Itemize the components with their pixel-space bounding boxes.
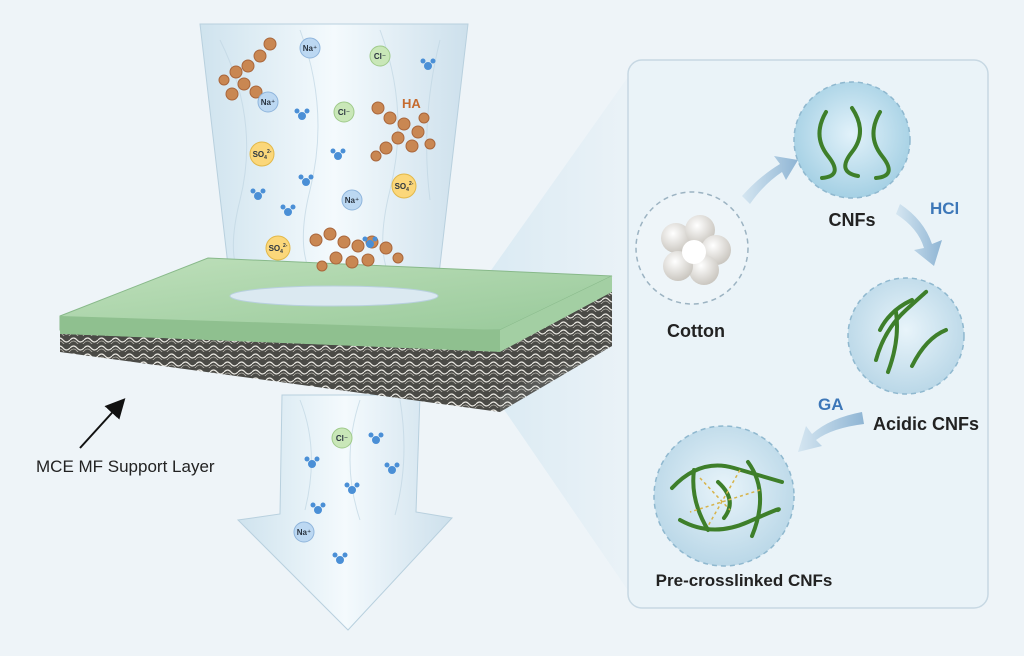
svg-text:Cl⁻: Cl⁻	[374, 52, 386, 61]
membrane-side-edge	[500, 276, 612, 352]
precrosslinked-cnfs-node	[653, 425, 795, 567]
water-molecule	[384, 462, 400, 474]
arrow-cotton-to-cnfs	[742, 156, 798, 204]
sodium-ion: Na⁺	[257, 91, 279, 113]
water-molecule	[280, 204, 296, 216]
water-molecule	[304, 456, 320, 468]
chloride-ion: Cl⁻	[333, 101, 355, 123]
water-molecule	[344, 482, 360, 494]
svg-text:SO42-: SO42-	[269, 243, 288, 255]
sodium-ion: Na⁺	[341, 189, 363, 211]
cnfs-node	[793, 81, 911, 199]
arrow-cnfs-to-acidic	[896, 204, 942, 266]
humic-acid-clusters	[218, 37, 436, 272]
humic-cluster-2	[370, 101, 436, 162]
water-molecules	[250, 58, 436, 564]
cnfs-label: CNFs	[828, 210, 875, 230]
permeate-water-arrow	[236, 394, 453, 631]
sulfate-ion: SO42-	[391, 173, 417, 199]
water-molecule	[332, 552, 348, 564]
svg-text:Cl⁻: Cl⁻	[338, 108, 350, 117]
svg-text:Na⁺: Na⁺	[297, 528, 311, 537]
cnf-fibers	[817, 106, 891, 180]
sulfate-ion: SO42-	[265, 235, 291, 261]
svg-text:Na⁺: Na⁺	[303, 44, 317, 53]
svg-text:Na⁺: Na⁺	[261, 98, 275, 107]
support-layer-pointer	[79, 398, 126, 449]
humic-cluster-1	[218, 37, 277, 101]
arrow-acidic-to-crosslinked	[798, 412, 864, 452]
chloride-ion: Cl⁻	[331, 427, 353, 449]
membrane-front-edge	[60, 316, 500, 352]
water-molecule	[294, 108, 310, 120]
acidic-cnfs-label: Acidic CNFs	[873, 414, 979, 434]
sodium-ion: Na⁺	[299, 37, 321, 59]
ga-label: GA	[818, 395, 844, 414]
water-molecule	[250, 188, 266, 200]
svg-text:SO42-: SO42-	[253, 149, 272, 161]
cotton-label: Cotton	[667, 321, 725, 341]
cotton-ball-icon	[661, 215, 731, 285]
acidic-cnfs-node	[847, 277, 965, 395]
crosslink-bonds	[689, 469, 761, 527]
support-layer-label: MCE MF Support Layer	[36, 457, 215, 476]
membrane-bottom-fibers	[60, 334, 500, 412]
sulfate-ion: SO42-	[249, 141, 275, 167]
humic-acid-label: HA	[402, 96, 421, 111]
cotton-node	[635, 191, 749, 305]
water-molecule	[362, 236, 378, 248]
svg-text:SO42-: SO42-	[395, 181, 414, 193]
water-molecule	[330, 148, 346, 160]
permeate-texture	[299, 399, 405, 521]
column-base	[229, 285, 439, 307]
precrosslinked-cnfs-label: Pre-crosslinked CNFs	[656, 571, 833, 590]
svg-text:Na⁺: Na⁺	[345, 196, 359, 205]
acidic-cnf-fibers	[874, 289, 948, 374]
hcl-label: HCl	[930, 199, 959, 218]
water-molecule	[310, 502, 326, 514]
water-molecule	[420, 58, 436, 70]
sodium-ion: Na⁺	[293, 521, 315, 543]
water-molecule	[298, 174, 314, 186]
water-molecule	[368, 432, 384, 444]
chloride-ion: Cl⁻	[369, 45, 391, 67]
svg-text:Cl⁻: Cl⁻	[336, 434, 348, 443]
membrane-bottom-side	[500, 292, 612, 412]
